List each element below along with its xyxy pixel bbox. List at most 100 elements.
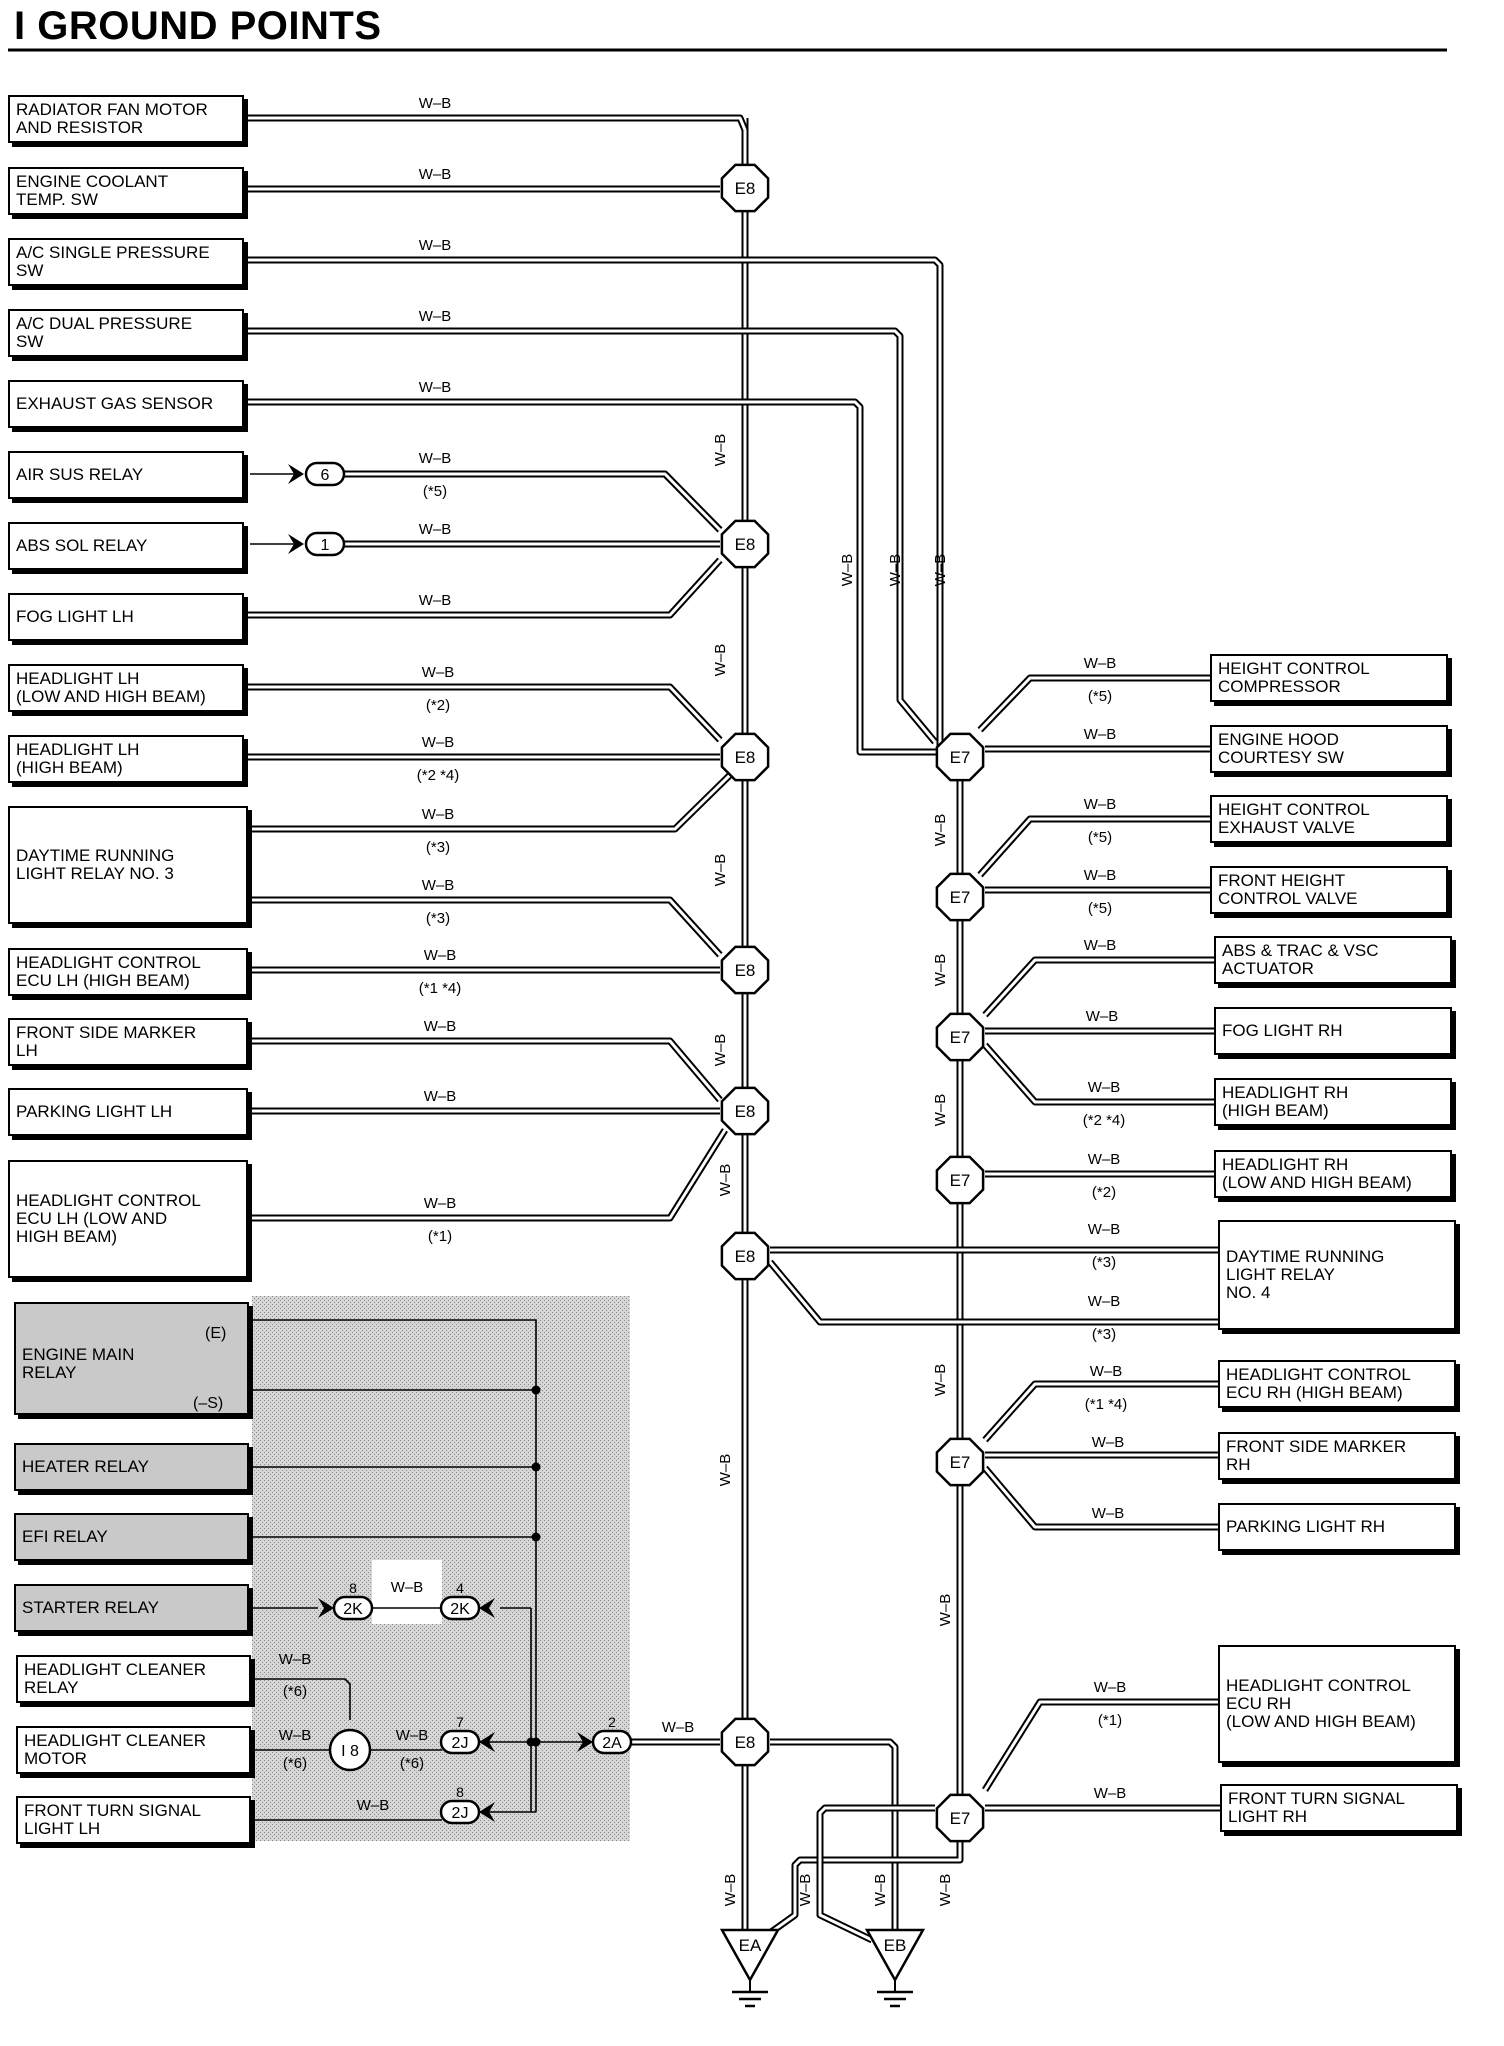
trunk-e8-label: W–B <box>712 854 729 887</box>
left-wire-label-color: W–B <box>424 1195 457 1212</box>
left-component: HEADLIGHT LH (LOW AND HIGH BEAM) <box>8 664 244 712</box>
wire-ecu-lh-lowhigh-core <box>248 1129 727 1220</box>
left-component-label: HEADLIGHT CLEANER RELAY <box>24 1660 207 1697</box>
splice-e7 <box>935 1155 985 1205</box>
right-component: ENGINE HOOD COURTESY SW <box>1210 725 1448 773</box>
wire-e7-to-eb-core <box>818 1806 935 1942</box>
wire-drl3-a-core <box>248 773 732 831</box>
wire-e7-to-ea <box>757 1825 964 1943</box>
wire-radiator-fan <box>244 114 749 132</box>
right-component-label: ENGINE HOOD COURTESY SW <box>1218 730 1344 767</box>
starter-wire-gap <box>372 1560 442 1624</box>
left-component: AIR SUS RELAY <box>8 451 244 499</box>
wire-air-sus-core <box>330 472 722 532</box>
left-component-label: ENGINE COOLANT TEMP. SW <box>16 172 169 209</box>
wire-fog-lh <box>244 557 723 619</box>
connector-arrow <box>479 1732 495 1752</box>
wire-abs-trac-core <box>983 958 1214 1017</box>
splice-e8-label: E8 <box>735 1733 756 1752</box>
trunk-e7-label: W–B <box>937 1594 954 1627</box>
left-component-label: DAYTIME RUNNING LIGHT RELAY NO. 3 <box>16 846 175 883</box>
splice-e7-label: E7 <box>950 888 971 907</box>
trunk-e8-label: W–B <box>717 1164 734 1197</box>
wire-ac-single-core <box>244 258 942 757</box>
right-component-label: HEADLIGHT RH (HIGH BEAM) <box>1222 1083 1349 1120</box>
right-component-label: HEADLIGHT RH (LOW AND HIGH BEAM) <box>1222 1155 1412 1192</box>
left-component: ENGINE COOLANT TEMP. SW <box>8 167 244 215</box>
left-component: A/C SINGLE PRESSURE SW <box>8 238 244 286</box>
left-wire-label-color: W–B <box>424 1018 457 1035</box>
wire-ecu-rh-lowhigh-core <box>983 1700 1218 1791</box>
left-wire-label-color: W–B <box>422 664 455 681</box>
left-wire-label-note: (*2) <box>426 697 450 714</box>
cleaner-motor-wire-label: W–B <box>279 1727 312 1744</box>
left-component-label: HEATER RELAY <box>22 1457 149 1476</box>
ground-triangle <box>864 1928 926 1983</box>
right-wire-label-color: W–B <box>1084 937 1117 954</box>
splice-e8-label: E8 <box>735 748 756 767</box>
bus-junction <box>531 1737 541 1747</box>
connector-1 <box>304 531 346 557</box>
wire-headlight-lh-lh-core <box>244 685 722 742</box>
cleaner-note: (*6) <box>283 1755 307 1772</box>
left-wire-label-note: (*5) <box>423 483 447 500</box>
splice-e7-label: E7 <box>950 748 971 767</box>
right-wire-label-color: W–B <box>1088 1293 1121 1310</box>
left-wire-label-color: W–B <box>422 877 455 894</box>
left-component: HEATER RELAY <box>14 1443 249 1491</box>
wire-headlight-lh-lh <box>244 683 723 743</box>
splice-e7 <box>935 1437 985 1487</box>
wire-e8-to-eb-core <box>770 1740 897 1930</box>
wire-ac-dual-core <box>244 329 937 743</box>
wire-drl4-b-core <box>768 1261 1218 1324</box>
connector-2j-pin: 7 <box>456 1714 464 1730</box>
splice-e8-label: E8 <box>735 1247 756 1266</box>
right-component: FRONT TURN SIGNAL LIGHT RH <box>1220 1784 1458 1832</box>
left-wire-label-color: W–B <box>424 1088 457 1105</box>
right-component-label: HEADLIGHT CONTROL ECU RH (HIGH BEAM) <box>1226 1365 1411 1402</box>
cleaner-relay-wire-label: W–B <box>279 1651 312 1668</box>
right-component: FRONT SIDE MARKER RH <box>1218 1432 1456 1480</box>
left-component-label: AIR SUS RELAY <box>16 465 144 484</box>
left-component: FRONT TURN SIGNAL LIGHT LH <box>16 1796 251 1844</box>
splice-e8 <box>720 732 770 782</box>
left-component-label: HEADLIGHT CONTROL ECU LH (LOW AND HIGH B… <box>16 1191 201 1246</box>
left-component: HEADLIGHT CLEANER MOTOR <box>16 1726 251 1774</box>
right-wire-label-color: W–B <box>1092 1505 1125 1522</box>
right-wire-label-note: (*5) <box>1088 900 1112 917</box>
trunk-e7-label: W–B <box>932 954 949 987</box>
vertical-wire-label: W–B <box>839 554 856 587</box>
left-component: ENGINE MAIN RELAY <box>14 1302 249 1415</box>
connector-2k-pin: 4 <box>456 1580 464 1596</box>
splice-e7 <box>935 1012 985 1062</box>
left-wire-label-color: W–B <box>419 237 452 254</box>
right-component: FRONT HEIGHT CONTROL VALVE <box>1210 866 1448 914</box>
connector-2a-id: 2A <box>602 1735 622 1752</box>
trunk-e8-label: W–B <box>712 644 729 677</box>
connector-2k-pin: 8 <box>349 1580 357 1596</box>
left-wire-label-color: W–B <box>422 806 455 823</box>
connector-1-id: 1 <box>321 537 330 554</box>
left-component: HEADLIGHT CLEANER RELAY <box>16 1655 251 1703</box>
right-wire-label-color: W–B <box>1092 1434 1125 1451</box>
right-component-label: FRONT HEIGHT CONTROL VALVE <box>1218 871 1358 908</box>
left-component-label: ABS SOL RELAY <box>16 536 148 555</box>
left-component-label: FRONT TURN SIGNAL LIGHT LH <box>24 1801 201 1838</box>
left-component-label: FRONT SIDE MARKER LH <box>16 1023 197 1060</box>
left-wire-label-color: W–B <box>419 521 452 538</box>
cleaner-note: (*6) <box>400 1755 424 1772</box>
splice-e7-label: E7 <box>950 1809 971 1828</box>
right-component-label: DAYTIME RUNNING LIGHT RELAY NO. 4 <box>1226 1247 1385 1302</box>
left-component: A/C DUAL PRESSURE SW <box>8 309 244 357</box>
splice-e8 <box>720 1086 770 1136</box>
connector-arrow <box>288 464 304 484</box>
splice-e8 <box>720 945 770 995</box>
left-wire-label-color: W–B <box>419 379 452 396</box>
right-component: HEIGHT CONTROL COMPRESSOR <box>1210 654 1448 702</box>
left-component-label: RADIATOR FAN MOTOR AND RESISTOR <box>16 100 208 137</box>
right-wire-label-note: (*3) <box>1092 1326 1116 1343</box>
left-component-label: FOG LIGHT LH <box>16 607 134 626</box>
right-component-label: FRONT SIDE MARKER RH <box>1226 1437 1407 1474</box>
trunk-e8-label: W–B <box>717 1454 734 1487</box>
splice-e8 <box>720 519 770 569</box>
